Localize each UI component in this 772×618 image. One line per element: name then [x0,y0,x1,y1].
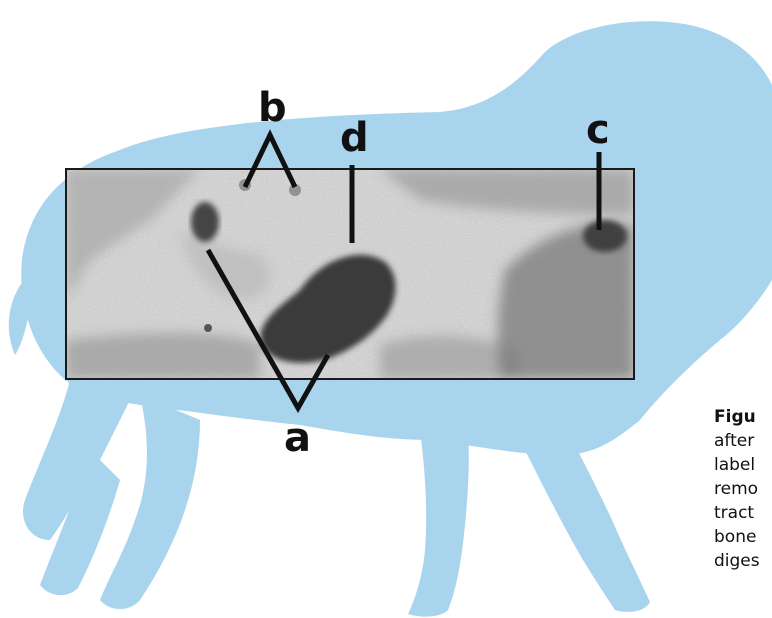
label-c: c [586,110,610,150]
figure-caption: Figu after label remo tract bone diges [714,405,772,573]
hotspot-c [583,220,627,252]
caption-line: after [714,429,772,453]
caption-line: label [714,453,772,477]
caption-line: Figu [714,405,772,429]
label-d: d [340,118,369,158]
caption-line: remo [714,477,772,501]
sheep-front-leg-right [520,440,650,612]
caption-line: bone [714,525,772,549]
label-b: b [258,88,287,128]
hotspot-left [191,202,219,242]
label-a: a [284,418,311,458]
caption-line: tract [714,501,772,525]
sheep-front-leg-left [408,430,469,617]
caption-line: diges [714,549,772,573]
